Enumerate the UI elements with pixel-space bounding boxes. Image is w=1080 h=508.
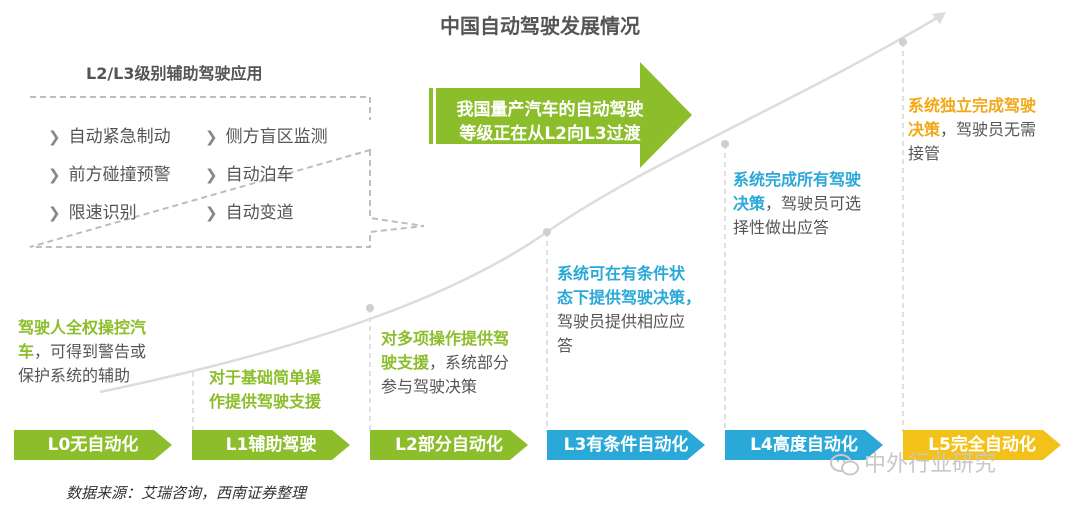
level-desc-l5: 系统独立完成驾驶 决策，驾驶员无需 接管 bbox=[908, 96, 1037, 163]
curve-marker-l5 bbox=[899, 38, 907, 46]
adas-feature-item: ❯前方碰撞预警 bbox=[48, 165, 171, 185]
level-desc-l4: 系统完成所有驾驶 决策，驾驶员可选 择性做出应答 bbox=[733, 170, 862, 237]
level-chevron-l3: L3有条件自动化 bbox=[547, 430, 705, 460]
level-desc-l0: 驾驶人全权操控汽 车，可得到警告或 保护系统的辅助 bbox=[18, 318, 147, 385]
level-desc-l3: 系统可在有条件状 态下提供驾驶决策， 驾驶员提供相应应 答 bbox=[557, 264, 702, 355]
callout-text: 我国量产汽车的自动驾驶 等级正在从L2向L3过渡 bbox=[440, 98, 660, 146]
level-chevron-l4: L4高度自动化 bbox=[725, 430, 883, 460]
curve-arrowhead bbox=[932, 12, 946, 24]
wechat-icon bbox=[830, 454, 859, 476]
diagram-title: 中国自动驾驶发展情况 bbox=[440, 14, 640, 38]
level-chevron-l5: L5完全自动化 bbox=[903, 430, 1061, 460]
adas-box-border bbox=[29, 96, 425, 248]
callout-arrow bbox=[425, 62, 692, 168]
level-chevron-l0: L0无自动化 bbox=[14, 430, 172, 460]
adas-feature-item: ❯限速识别 bbox=[48, 203, 137, 223]
level-desc-l2: 对多项操作提供驾 驶支援，系统部分 参与驾驶决策 bbox=[381, 329, 510, 396]
chevron-right-icon: ❯ bbox=[48, 128, 61, 146]
chevron-right-icon: ❯ bbox=[48, 166, 61, 184]
watermark: 中外行业研究 bbox=[830, 446, 996, 478]
curve-marker-l3 bbox=[543, 228, 551, 236]
chevron-right-icon: ❯ bbox=[48, 204, 61, 222]
level-chevron-l1: L1辅助驾驶 bbox=[192, 430, 350, 460]
adas-feature-item: ❯自动紧急制动 bbox=[48, 127, 171, 147]
level-chevron-l2: L2部分自动化 bbox=[370, 430, 528, 460]
callout-stripe-1 bbox=[425, 88, 429, 144]
curve-marker-l2 bbox=[366, 304, 374, 312]
chevron-right-icon: ❯ bbox=[205, 166, 218, 184]
chevron-right-icon: ❯ bbox=[205, 204, 218, 222]
adas-box-title: L2/L3级别辅助驾驶应用 bbox=[86, 64, 263, 83]
adas-feature-item: ❯自动变道 bbox=[205, 203, 294, 223]
chevron-right-icon: ❯ bbox=[205, 128, 218, 146]
callout-line-2: 等级正在从L2向L3过渡 bbox=[459, 124, 641, 144]
callout-line-1: 我国量产汽车的自动驾驶 bbox=[456, 100, 644, 120]
level-desc-l1: 对于基础简单操 作提供驾驶支援 bbox=[209, 368, 322, 411]
curve-marker-l4 bbox=[721, 140, 729, 148]
adas-feature-item: ❯侧方盲区监测 bbox=[205, 127, 328, 147]
adas-feature-item: ❯自动泊车 bbox=[205, 165, 294, 185]
callout-stripe-2 bbox=[433, 88, 436, 144]
source-note: 数据来源：艾瑞咨询，西南证券整理 bbox=[66, 484, 307, 502]
